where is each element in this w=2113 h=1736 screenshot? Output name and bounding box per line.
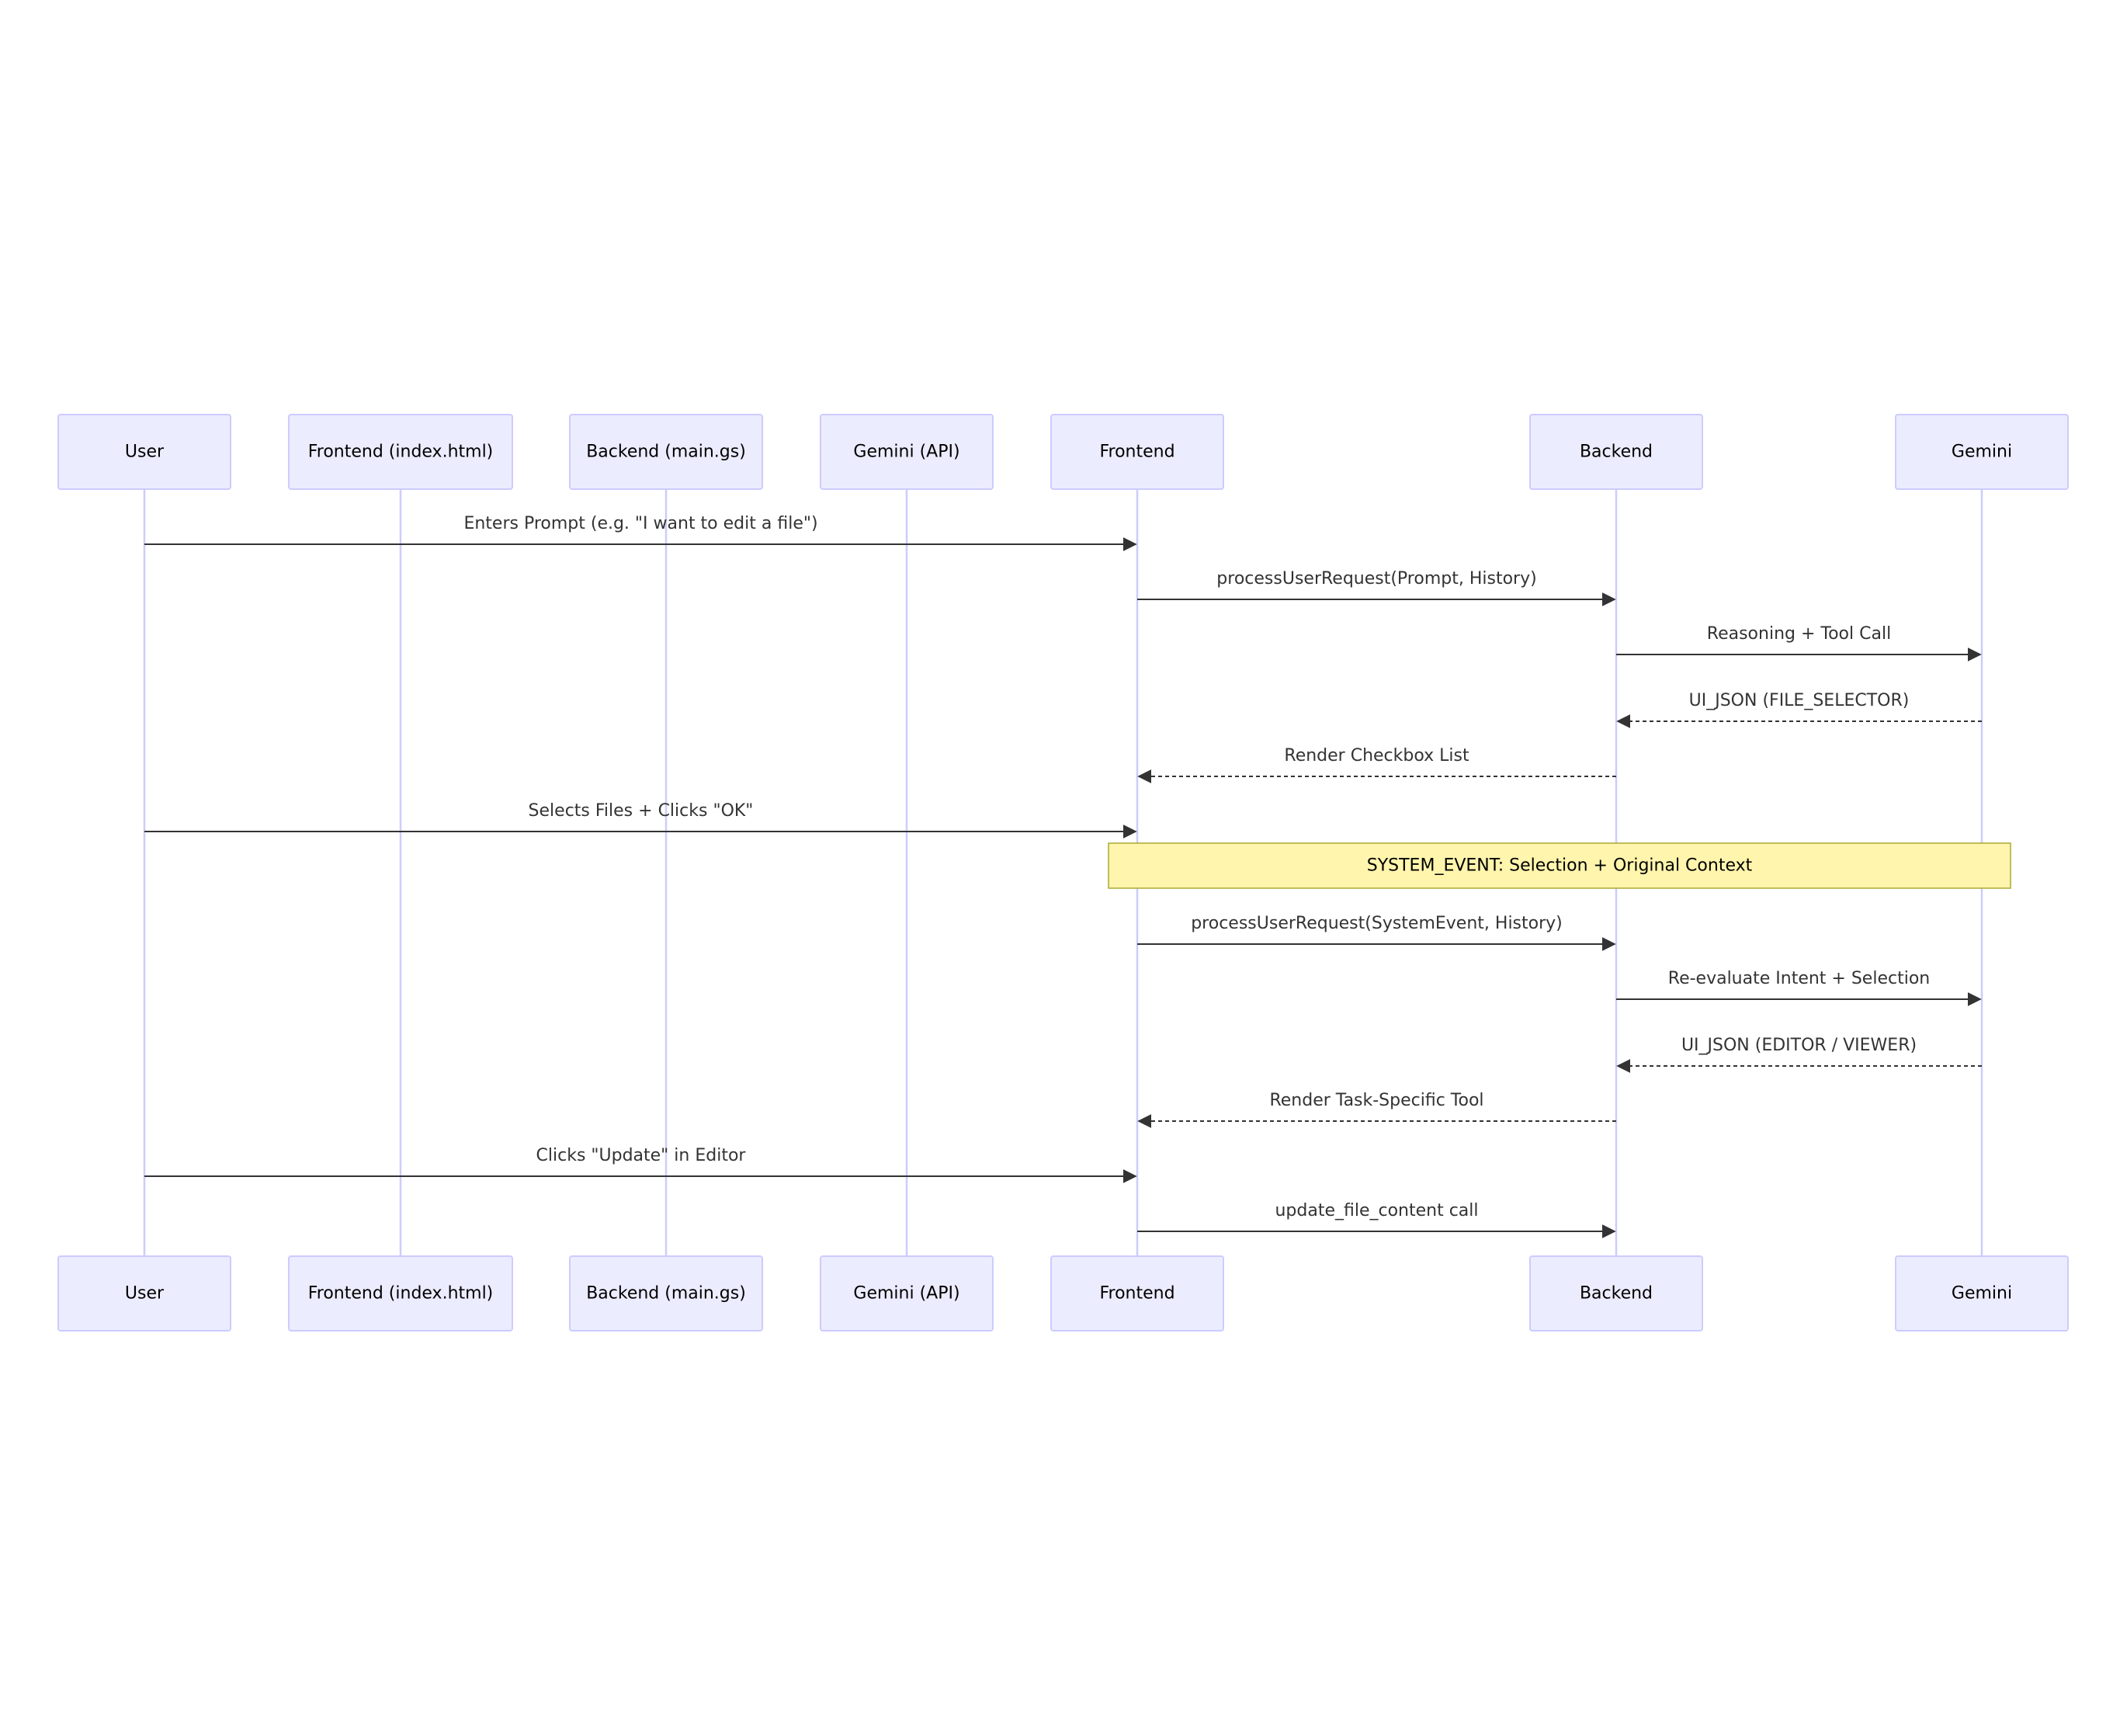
actor-label: Frontend (index.html) — [308, 1284, 494, 1304]
messages: Enters Prompt (e.g. "I want to edit a fi… — [144, 514, 2011, 1238]
actor-top-frontend-index-html: Frontend (index.html) — [288, 414, 513, 490]
actor-box — [57, 414, 231, 490]
actor-bottom-frontend-index-html: Frontend (index.html) — [288, 1255, 513, 1332]
actor-label: User — [125, 1284, 165, 1304]
actor-label: Gemini — [1952, 443, 2012, 462]
message-13: update_file_content call — [1137, 1201, 1616, 1238]
actor-top-gemini: Gemini — [1895, 414, 2069, 490]
actor-top-backend: Backend — [1529, 414, 1703, 490]
message-label: UI_JSON (EDITOR / VIEWER) — [1681, 1036, 1917, 1055]
message-label: update_file_content call — [1275, 1201, 1478, 1220]
actor-bottom-frontend: Frontend — [1050, 1255, 1224, 1332]
message-label: Render Checkbox List — [1284, 746, 1469, 766]
actor-box — [569, 414, 763, 490]
note-label: SYSTEM_EVENT: Selection + Original Conte… — [1367, 856, 1753, 876]
actor-bottom-user: User — [57, 1255, 231, 1332]
actor-box — [820, 1255, 994, 1332]
actor-label: User — [125, 443, 165, 462]
actor-label: Backend — [1580, 1284, 1653, 1304]
note: SYSTEM_EVENT: Selection + Original Conte… — [1108, 842, 2011, 889]
message-label: processUserRequest(Prompt, History) — [1216, 569, 1536, 589]
actor-label: Backend — [1580, 443, 1653, 462]
actor-box — [569, 1255, 763, 1332]
actor-bottom-gemini: Gemini — [1895, 1255, 2069, 1332]
actor-box — [57, 1255, 231, 1332]
actor-box — [1895, 1255, 2069, 1332]
actor-label: Backend (main.gs) — [586, 443, 746, 462]
message-label: Selects Files + Clicks "OK" — [529, 801, 754, 821]
actor-box — [1529, 414, 1703, 490]
actor-top-gemini-api: Gemini (API) — [820, 414, 994, 490]
actor-box — [288, 1255, 513, 1332]
actor-label: Gemini (API) — [853, 443, 959, 462]
message-9: Re-evaluate Intent + Selection — [1616, 969, 1982, 1006]
actor-box — [1895, 414, 2069, 490]
message-label: UI_JSON (FILE_SELECTOR) — [1689, 691, 1910, 710]
actor-top-backend-main-gs: Backend (main.gs) — [569, 414, 763, 490]
message-4: UI_JSON (FILE_SELECTOR) — [1616, 691, 1982, 728]
message-label: Enters Prompt (e.g. "I want to edit a fi… — [463, 514, 817, 533]
actor-box — [1529, 1255, 1703, 1332]
actor-label: Frontend — [1099, 443, 1174, 462]
actor-label: Gemini — [1952, 1284, 2012, 1304]
actor-box — [820, 414, 994, 490]
message-5: Render Checkbox List — [1137, 746, 1616, 783]
actor-box — [1050, 1255, 1224, 1332]
actor-top-user: User — [57, 414, 231, 490]
actor-label: Backend (main.gs) — [586, 1284, 746, 1304]
message-label: processUserRequest(SystemEvent, History) — [1191, 914, 1563, 933]
actor-box — [288, 414, 513, 490]
actor-bottom-backend: Backend — [1529, 1255, 1703, 1332]
actor-top-frontend: Frontend — [1050, 414, 1224, 490]
message-3: Reasoning + Tool Call — [1616, 624, 1982, 661]
message-label: Render Task-Specific Tool — [1269, 1091, 1483, 1110]
actor-bottom-backend-main-gs: Backend (main.gs) — [569, 1255, 763, 1332]
message-label: Re-evaluate Intent + Selection — [1668, 969, 1930, 988]
note-box — [1108, 842, 2011, 889]
message-label: Reasoning + Tool Call — [1707, 624, 1891, 644]
message-1: Enters Prompt (e.g. "I want to edit a fi… — [144, 514, 1137, 551]
actor-label: Frontend (index.html) — [308, 443, 494, 462]
message-11: Render Task-Specific Tool — [1137, 1091, 1616, 1128]
message-6: Selects Files + Clicks "OK" — [144, 801, 1137, 838]
actor-label: Frontend — [1099, 1284, 1174, 1304]
actor-label: Gemini (API) — [853, 1284, 959, 1304]
actor-bottom-gemini-api: Gemini (API) — [820, 1255, 994, 1332]
message-8: processUserRequest(SystemEvent, History) — [1137, 914, 1616, 951]
message-label: Clicks "Update" in Editor — [536, 1146, 747, 1165]
message-12: Clicks "Update" in Editor — [144, 1146, 1137, 1183]
message-2: processUserRequest(Prompt, History) — [1137, 569, 1616, 606]
message-10: UI_JSON (EDITOR / VIEWER) — [1616, 1036, 1982, 1073]
actor-box — [1050, 414, 1224, 490]
